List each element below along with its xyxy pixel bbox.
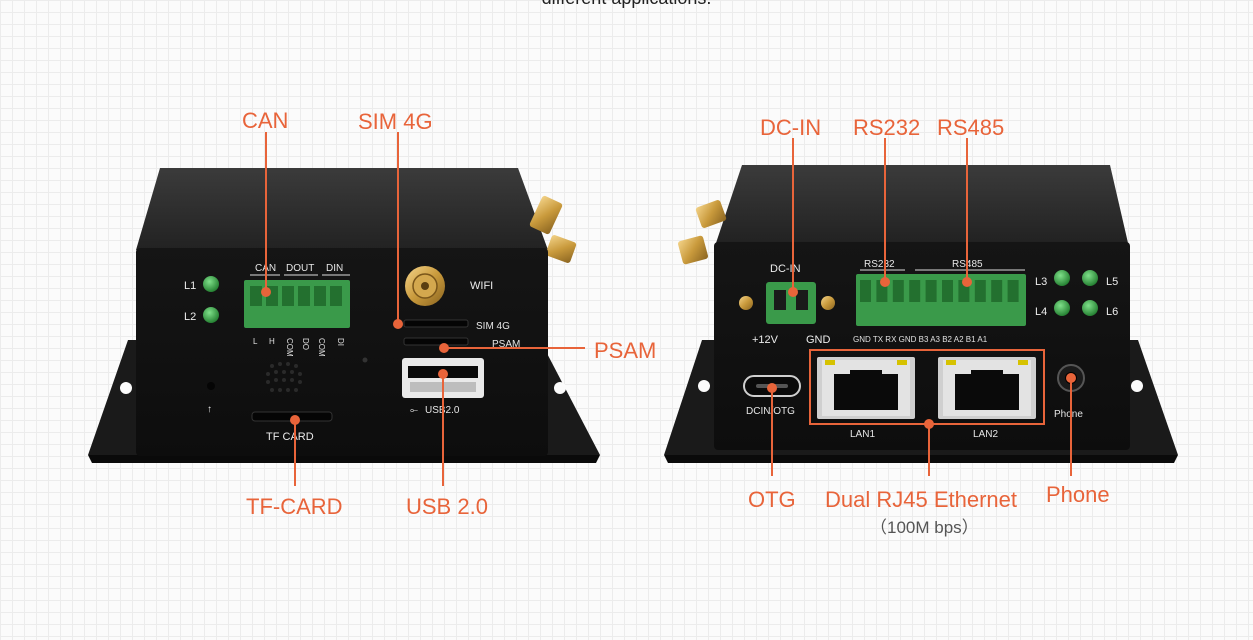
antenna-connector-icon xyxy=(529,195,577,263)
mic-hole-icon xyxy=(362,357,368,363)
usb-icon: ⟜ xyxy=(410,405,418,416)
callout-rs232: RS232 xyxy=(853,115,920,140)
terminal-socket xyxy=(876,280,888,302)
mount-hole-icon xyxy=(698,380,710,392)
callout-rs485: RS485 xyxy=(937,115,1004,140)
callout-can: CAN xyxy=(242,108,288,133)
terminal-socket xyxy=(974,280,986,302)
terminal-socket xyxy=(958,280,970,302)
led-l2-icon xyxy=(203,307,219,323)
led-label: L2 xyxy=(184,311,196,323)
led-l4-icon xyxy=(1054,300,1070,316)
pin-label: DO xyxy=(301,338,310,350)
antenna-connector-icon xyxy=(678,200,727,265)
mount-hole-icon xyxy=(120,382,132,394)
terminal-socket xyxy=(860,280,871,302)
callout-dc-in: DC-IN xyxy=(760,115,821,140)
reset-hole-icon[interactable] xyxy=(207,382,215,390)
device-front-panel xyxy=(136,248,548,456)
callout-leaders xyxy=(261,132,1076,486)
led-label: L1 xyxy=(184,280,196,292)
callout-dual-rj45: Dual RJ45 Ethernet xyxy=(825,487,1017,512)
terminal-socket xyxy=(1007,280,1019,302)
rs232-header-label: RS232 xyxy=(864,259,895,270)
led-l3-icon xyxy=(1054,270,1070,286)
terminal-socket xyxy=(909,280,921,302)
screw-icon xyxy=(739,296,753,310)
pin-label: DI xyxy=(336,338,345,346)
pin-label: H xyxy=(269,337,275,346)
pin-label: COM xyxy=(317,338,326,357)
lan2-label: LAN2 xyxy=(973,429,998,440)
tf-card-label: TF CARD xyxy=(266,431,314,443)
led-l1-icon xyxy=(203,276,219,292)
pin-label: L xyxy=(253,337,258,346)
pin-label: COM xyxy=(285,338,294,357)
mount-hole-icon xyxy=(554,382,566,394)
screw-icon xyxy=(821,296,835,310)
lan2-port[interactable] xyxy=(938,357,1036,419)
psam-slot[interactable] xyxy=(403,337,469,346)
led-label: L5 xyxy=(1106,276,1118,288)
led-label: L3 xyxy=(1035,276,1047,288)
callout-usb-2: USB 2.0 xyxy=(406,494,488,519)
callout-speed: （100M bps） xyxy=(870,518,979,537)
terminal-socket xyxy=(991,280,1003,302)
led-label: L6 xyxy=(1106,306,1118,318)
terminal-socket xyxy=(942,280,953,302)
terminal-socket xyxy=(925,280,937,302)
wifi-label: WIFI xyxy=(470,280,493,292)
din-header-label: DIN xyxy=(326,263,343,274)
reset-arrow-icon: ↑ xyxy=(207,404,212,415)
left-device: L1 L2 CAN DOUT DIN L H COM DO COM DI WIF… xyxy=(88,168,600,463)
sim-4g-slot[interactable] xyxy=(403,319,469,328)
led-l6-icon xyxy=(1082,300,1098,316)
callout-phone: Phone xyxy=(1046,482,1110,507)
mount-hole-icon xyxy=(1131,380,1143,392)
v12-label: +12V xyxy=(752,334,779,346)
speaker-grille-icon xyxy=(266,362,302,392)
psam-label: PSAM xyxy=(492,339,520,350)
sim-4g-label: SIM 4G xyxy=(476,321,510,332)
terminal-socket xyxy=(892,280,904,302)
callout-psam: PSAM xyxy=(594,338,656,363)
serial-pin-labels: GND TX RX GND B3 A3 B2 A2 B1 A1 xyxy=(853,335,988,344)
device-top xyxy=(136,168,548,250)
wifi-antenna-connector-icon xyxy=(405,266,445,306)
right-device: DC-IN +12V GND RS232 RS485 GND TX RX GND… xyxy=(664,165,1178,463)
phone-port-label: Phone xyxy=(1054,409,1083,420)
dcin-otg-label: DCIN/OTG xyxy=(746,406,795,417)
callout-sim-4g: SIM 4G xyxy=(358,109,433,134)
lan1-label: LAN1 xyxy=(850,429,875,440)
dout-header-label: DOUT xyxy=(286,263,314,274)
callout-otg: OTG xyxy=(748,487,796,512)
lan1-port[interactable] xyxy=(817,357,915,419)
device-top xyxy=(716,165,1128,243)
caption: different applications. xyxy=(0,0,1253,9)
led-l5-icon xyxy=(1082,270,1098,286)
dc-in-label: DC-IN xyxy=(770,263,801,275)
led-label: L4 xyxy=(1035,306,1047,318)
gnd-label: GND xyxy=(806,334,831,346)
callout-tf-card: TF-CARD xyxy=(246,494,343,519)
